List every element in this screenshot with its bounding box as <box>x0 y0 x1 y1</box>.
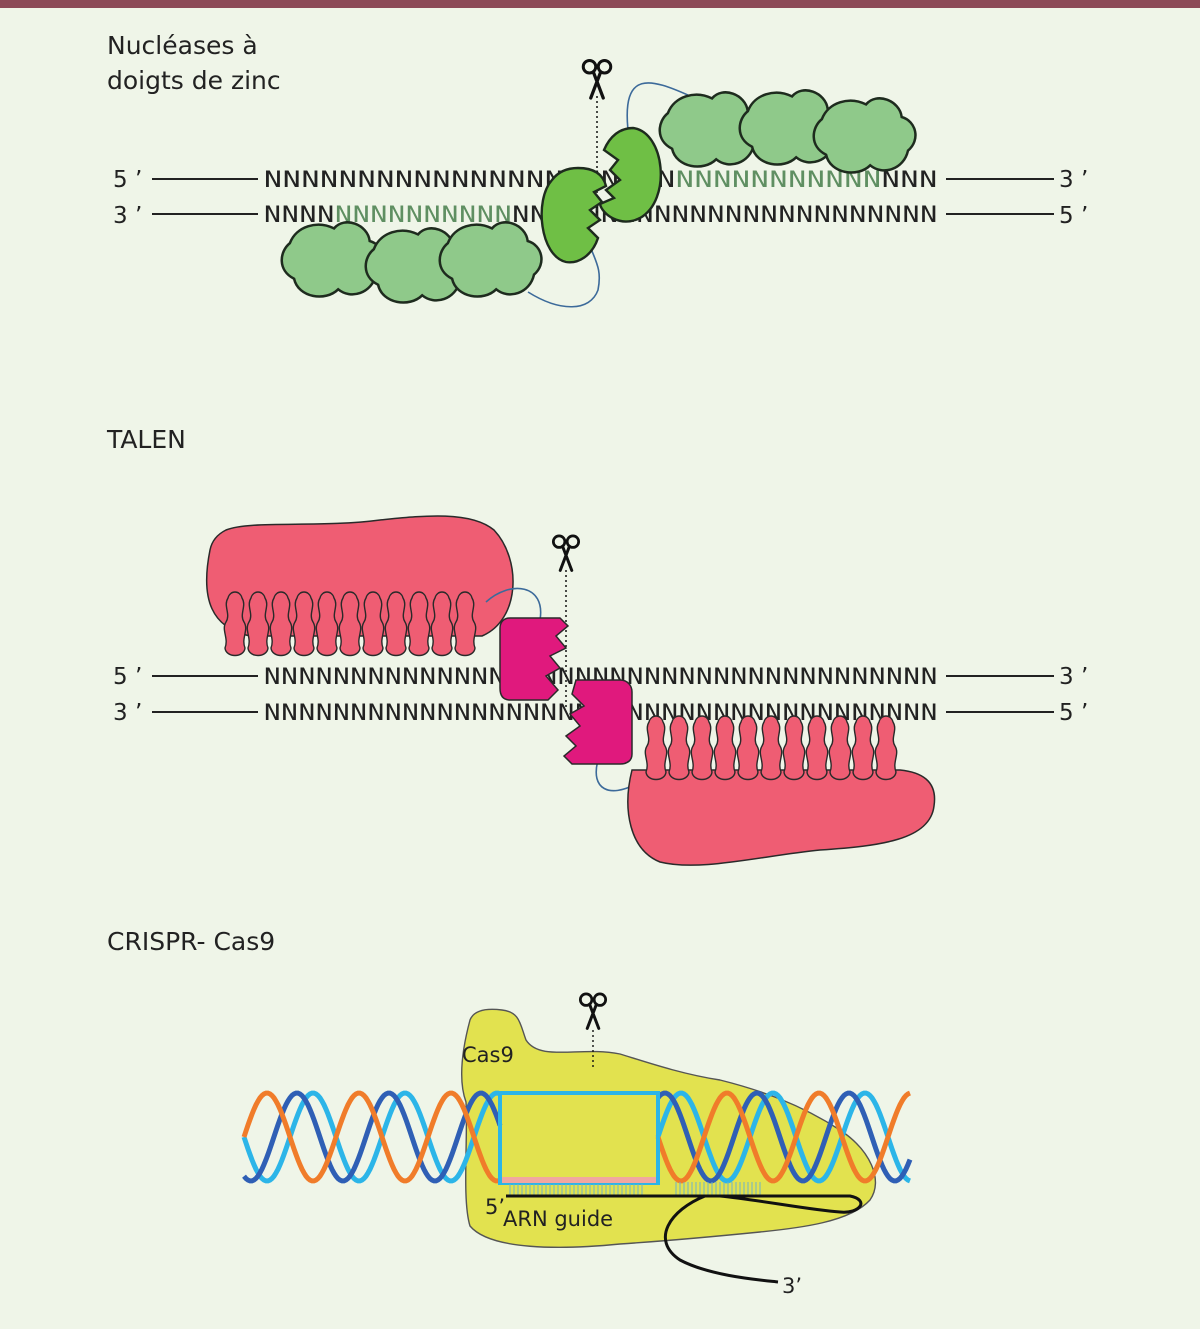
zinc-finger-domain <box>812 97 917 174</box>
zinc-title-line1: Nucléases à <box>107 31 258 60</box>
dna-strand <box>655 1090 911 1184</box>
scissors-icon <box>581 58 613 100</box>
dna-strand <box>656 1090 913 1184</box>
zinc-finger-domains-top <box>658 89 917 174</box>
guide-rna <box>506 1194 863 1284</box>
crispr-section: CRISPR- Cas9 Cas9 5’ ARN guide 3’ <box>107 927 913 1298</box>
dna-double-helix <box>241 1090 913 1184</box>
zinc-nuclease-bottom <box>540 166 608 264</box>
zinc-nuclease-top <box>598 126 662 223</box>
five-prime-label: 5’ <box>485 1195 505 1219</box>
zinc-bottom-right-end: 5 ’ <box>1059 203 1088 229</box>
dna-strand <box>241 1090 501 1184</box>
guide-rna-label: ARN guide <box>503 1207 613 1231</box>
talen-top-left-end: 5 ’ <box>113 664 142 690</box>
talen-upper-linker <box>485 587 542 621</box>
talen-nuclease-upper <box>499 617 570 701</box>
talen-tale-body-lower <box>627 769 936 866</box>
zinc-finger-domain <box>438 221 543 298</box>
zinc-finger-section: Nucléases à doigts de zinc 5 ’ NNNNNNNNN… <box>107 31 1088 308</box>
talen-nuclease-lower <box>562 679 633 765</box>
dna-strand <box>241 1090 501 1184</box>
talen-title: TALEN <box>106 425 186 454</box>
talen-repeats-lower <box>644 715 898 781</box>
talen-top-right-end: 3 ’ <box>1059 664 1088 690</box>
talen-bottom-right-end: 5 ’ <box>1059 700 1088 726</box>
dna-strand <box>655 1090 911 1184</box>
rna-dna-pairing-ticks <box>509 1182 761 1195</box>
dna-strand <box>242 1090 503 1184</box>
zinc-bottom-left-end: 3 ’ <box>113 203 142 229</box>
zinc-title-line2: doigts de zinc <box>107 66 281 95</box>
cas9-protein <box>460 1008 877 1249</box>
talen-repeats-upper <box>223 591 477 657</box>
zinc-top-left-end: 5 ’ <box>113 167 142 193</box>
talen-section: TALEN 5 ’ NNNNNNNNNNNNNNNNNNNNNNNNNNNNNN… <box>106 425 1088 866</box>
zinc-top-right-end: 3 ’ <box>1059 167 1088 193</box>
three-prime-label: 3’ <box>782 1274 802 1298</box>
zinc-finger-domains-bottom <box>280 221 543 304</box>
scissors-icon <box>551 534 581 572</box>
scissors-icon <box>578 992 608 1030</box>
cas9-label: Cas9 <box>462 1043 514 1067</box>
talen-bottom-left-end: 3 ’ <box>113 700 142 726</box>
crispr-title: CRISPR- Cas9 <box>107 927 275 956</box>
zinc-top-linker <box>626 82 691 131</box>
top-bar <box>0 0 1200 8</box>
zinc-bottom-linker <box>527 245 601 308</box>
